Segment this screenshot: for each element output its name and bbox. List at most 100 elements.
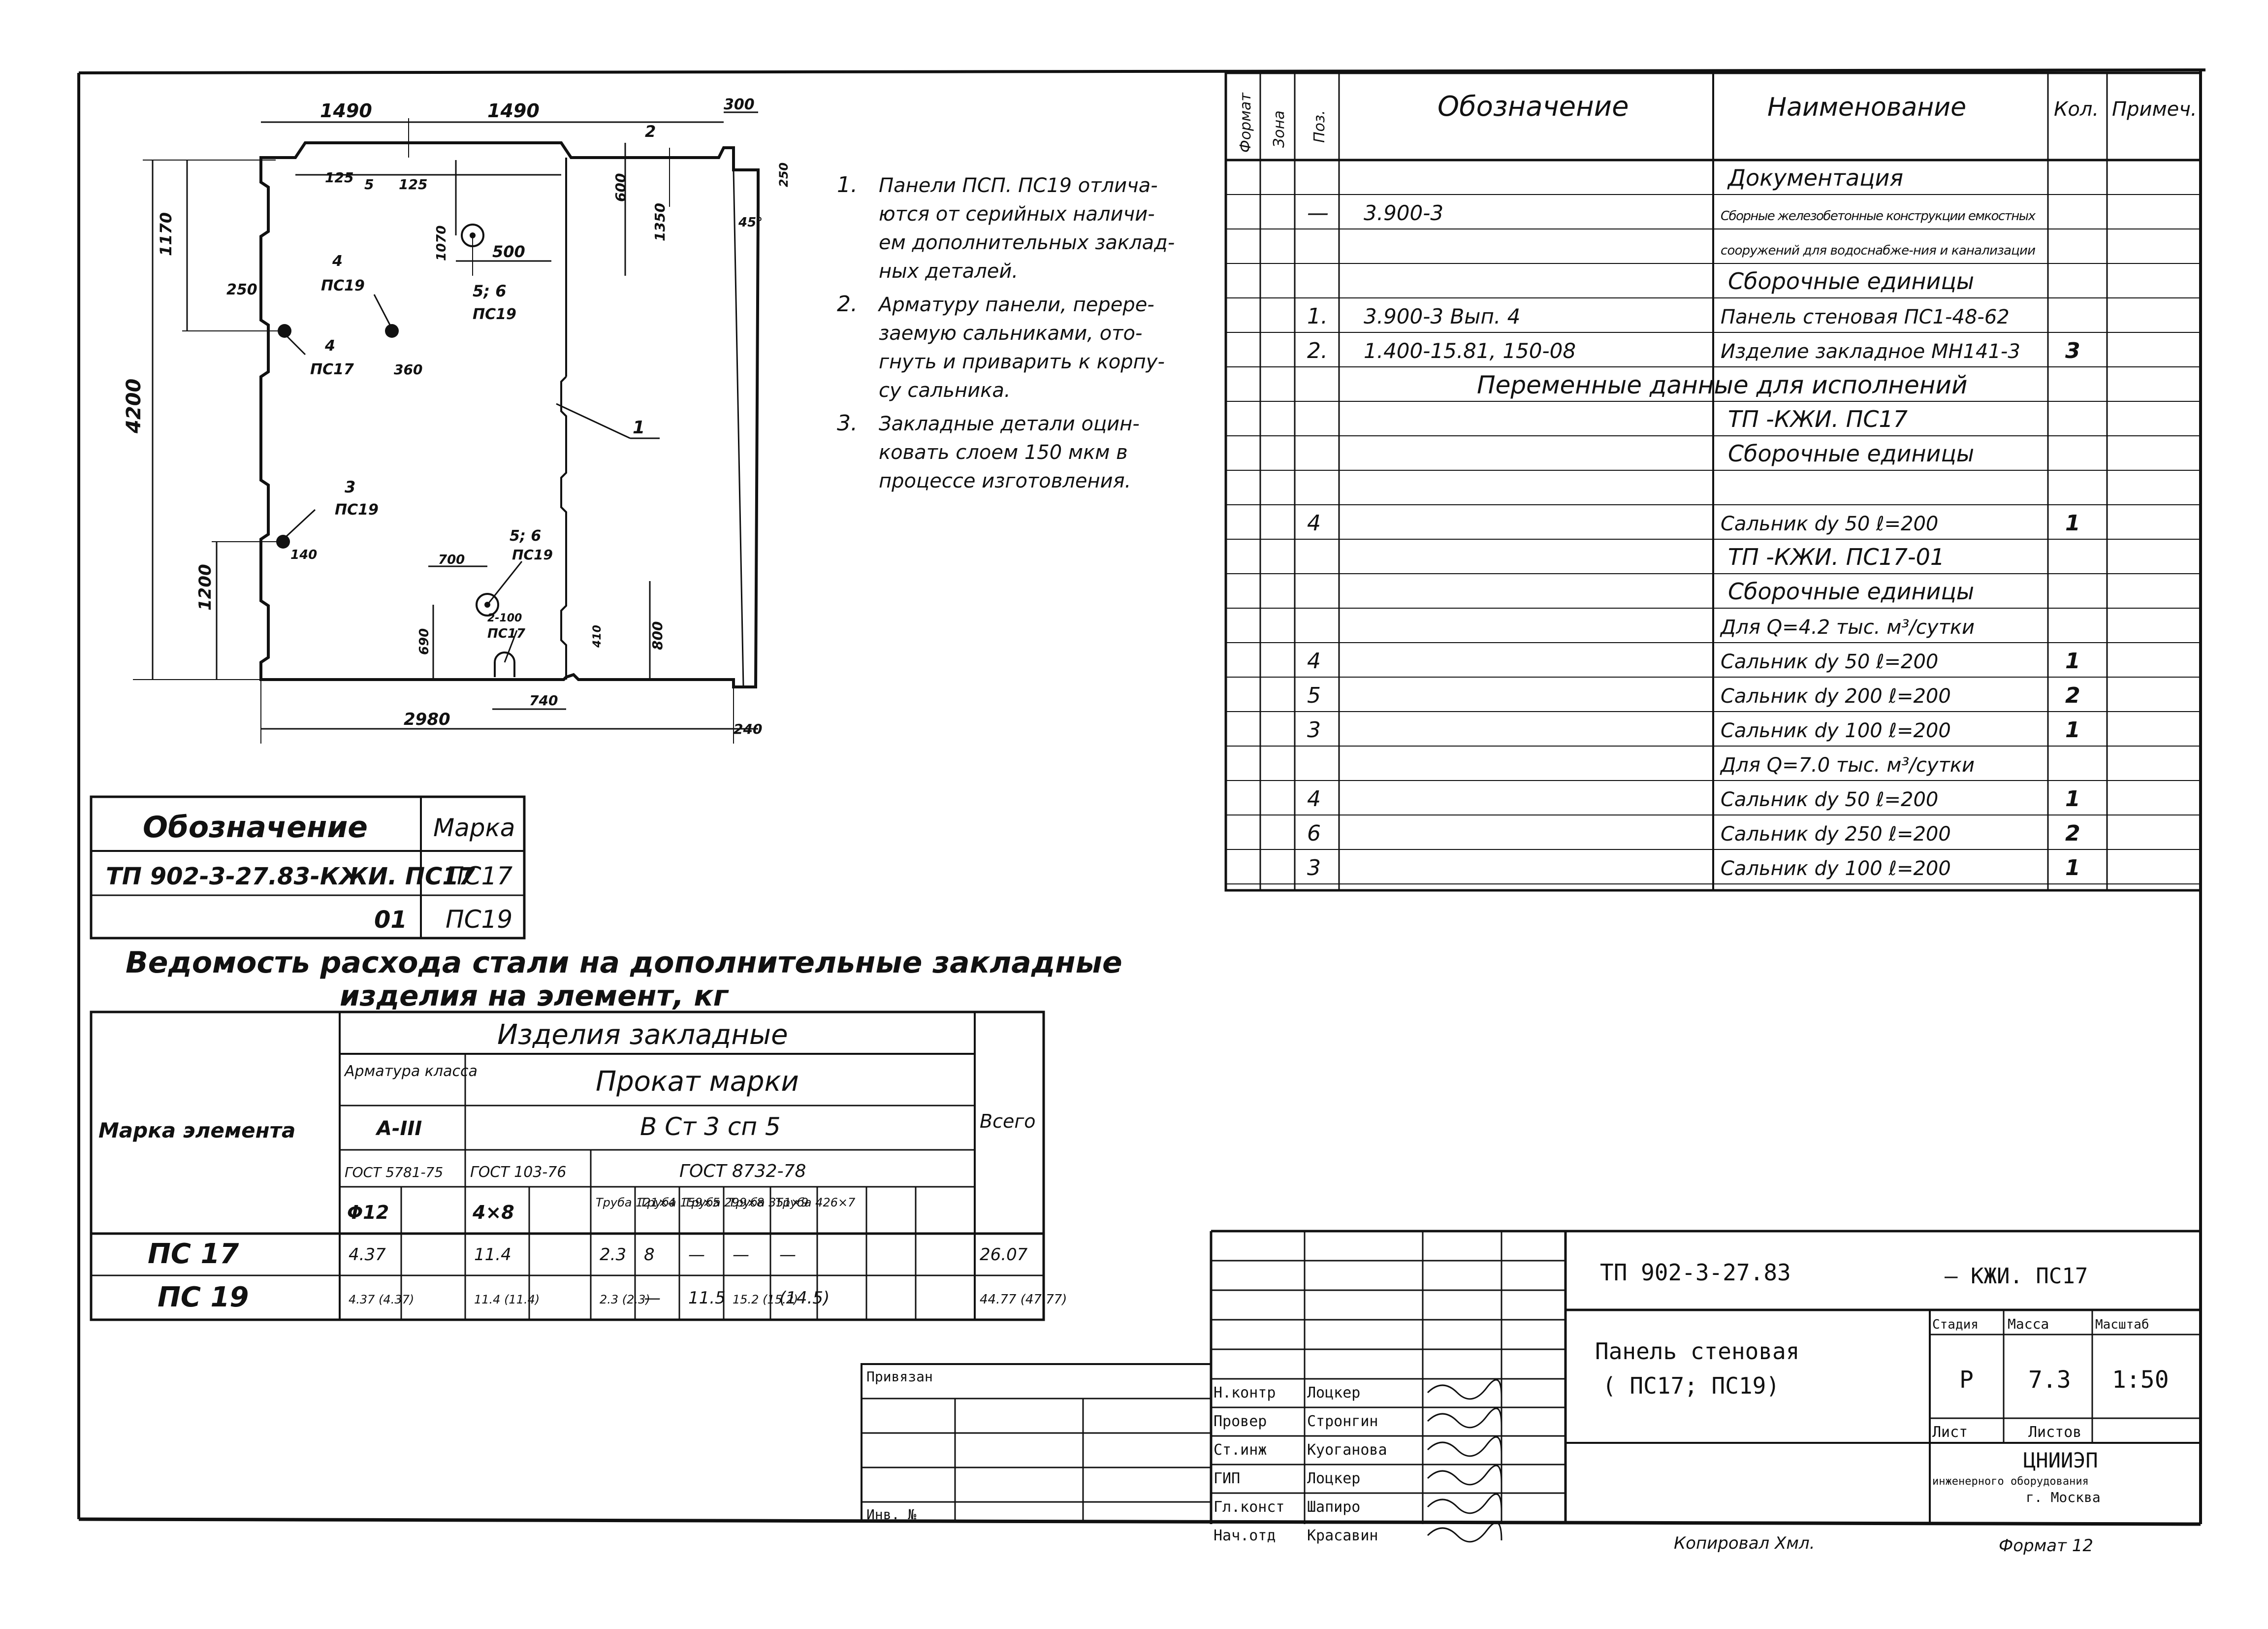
dim-label: 2: [645, 122, 656, 141]
signature-mark: [1427, 1493, 1502, 1514]
spec-pos: 2.: [1307, 338, 1328, 363]
steel-cell: —: [779, 1245, 796, 1265]
steel-col-rebar: Арматура класса: [344, 1063, 478, 1080]
specification-table: Формат Зона Поз. Обозначение Наименовани…: [1224, 71, 2202, 892]
steel-consumption-table: Марка элемента Изделия закладные Арматур…: [90, 1010, 1067, 1321]
steel-class: А-III: [375, 1117, 422, 1140]
note-line: ем дополнительных заклад-: [879, 231, 1175, 254]
spec-qty: 2: [2065, 683, 2080, 708]
role-title: Нач.отд: [1214, 1527, 1276, 1544]
spec-name: Сальник dy 100 ℓ=200: [1721, 719, 1951, 742]
mark-label: 5; 6: [473, 282, 506, 300]
doc-code: ТП 902-3-27.83: [1600, 1259, 1791, 1286]
mark-label: 4: [332, 253, 343, 270]
inventory-label: Инв. №: [866, 1506, 916, 1523]
mark-label: ПС19: [335, 501, 379, 519]
dim-label: 500: [492, 242, 525, 261]
steel-cell: 4.37 (4.37): [349, 1293, 414, 1306]
spec-name: Сборочные единицы: [1728, 268, 1974, 294]
role-name: Куоганова: [1307, 1441, 1387, 1459]
spec-pos: 4: [1307, 649, 1321, 674]
steel-subcol-tube: Труба 121×4: [596, 1196, 675, 1209]
drawing-subtitle: ( ПС17; ПС19): [1602, 1372, 1780, 1399]
steel-title-line1: Ведомость расхода стали на дополнительны…: [126, 945, 1122, 980]
general-notes: 1.Панели ПСП. ПС19 отлича-ются от серийн…: [837, 172, 1175, 492]
steel-col-embedded: Изделия закладные: [497, 1019, 788, 1051]
stage-label: Стадия: [1932, 1317, 1979, 1332]
marks-row-mark: ПС19: [446, 905, 512, 934]
col-header-designation: Обозначение: [1437, 91, 1629, 123]
mark-label: ПС19: [321, 277, 365, 294]
spec-qty: 3: [2065, 338, 2080, 363]
sheets-label: Листов: [2028, 1424, 2081, 1441]
steel-title-line2: изделия на элемент, кг: [340, 979, 729, 1012]
col-header-pos: Поз.: [1311, 110, 1328, 143]
steel-subcol: Φ12: [347, 1202, 389, 1223]
role-title: Провер: [1214, 1413, 1267, 1430]
steel-consumption-title: Ведомость расхода стали на дополнительны…: [126, 945, 1122, 1012]
role-name: Красавин: [1307, 1527, 1378, 1544]
col-header-format: Формат: [1237, 92, 1254, 153]
dim-label: 1490: [320, 100, 372, 122]
mark-label: ПС17: [310, 361, 354, 378]
dim-label: 140: [290, 548, 317, 562]
steel-cell: 11.4 (11.4): [474, 1293, 540, 1306]
steel-cell: 2.3: [600, 1245, 626, 1265]
spec-qty: 2: [2065, 821, 2080, 846]
steel-cell: 4.37: [349, 1245, 386, 1265]
steel-col-total: Всего: [980, 1110, 1036, 1132]
org-city: г. Москва: [2026, 1489, 2101, 1505]
steel-row-total: 44.77 (47.77): [980, 1292, 1067, 1307]
spec-name: Изделие закладное МН141-3: [1721, 340, 2020, 363]
note-line: ются от серийных наличи-: [879, 203, 1155, 226]
steel-col-element-mark: Марка элемента: [98, 1118, 295, 1142]
steel-cell: 8: [644, 1245, 655, 1265]
spec-name: Для Q=7.0 тыс. м³/сутки: [1720, 754, 1975, 777]
steel-subcol-tube: Труба 159×5: [640, 1196, 720, 1209]
steel-cell: 11.4: [474, 1245, 511, 1265]
dim-label: 300: [724, 96, 755, 113]
spec-name: Сальник dy 50 ℓ=200: [1721, 788, 1938, 811]
spec-name: Сальник dy 250 ℓ=200: [1721, 823, 1951, 846]
steel-cell: (14.5): [779, 1288, 830, 1308]
spec-designation: 3.900-3 Вып. 4: [1364, 304, 1520, 328]
mark-label: ПС19: [512, 547, 553, 563]
mark-label: 4: [324, 337, 335, 355]
spec-name: Сборочные единицы: [1728, 440, 1974, 467]
spec-name: Панель стеновая ПС1-48-62: [1721, 306, 2010, 328]
spec-pos: 3: [1307, 855, 1321, 880]
bound-block: Привязан Инв. №: [861, 1363, 1212, 1523]
dim-label: 740: [529, 692, 558, 709]
role-title: Ст.инж: [1214, 1441, 1267, 1459]
steel-gost: ГОСТ 8732-78: [679, 1161, 806, 1181]
dim-label: 1170: [157, 212, 175, 256]
marks-row-designation: 01: [374, 906, 407, 934]
signature-mark: [1427, 1379, 1502, 1400]
signature-mark: [1427, 1436, 1502, 1457]
note-line: су сальника.: [879, 379, 1011, 402]
spec-name: Сальник dy 200 ℓ=200: [1721, 685, 1951, 708]
spec-name: сооружений для водоснабже-ния и канализа…: [1721, 243, 2036, 258]
steel-gost: ГОСТ 103-76: [470, 1164, 566, 1181]
dim-label: 690: [417, 628, 432, 655]
mark-label: 2-100: [487, 612, 522, 624]
spec-pos: 6: [1307, 821, 1321, 846]
mark-label: ПС19: [473, 306, 516, 323]
steel-gost: ГОСТ 5781-75: [345, 1164, 443, 1180]
col-header-qty: Кол.: [2054, 98, 2099, 121]
spec-name: Сальник dy 50 ℓ=200: [1721, 513, 1938, 535]
spec-name: Для Q=4.2 тыс. м³/сутки: [1720, 616, 1975, 639]
dim-label: 240: [734, 721, 762, 737]
dim-label: 125: [399, 176, 427, 193]
dim-label: 2980: [404, 710, 450, 729]
note-number: 2.: [837, 292, 858, 317]
steel-cell: —: [644, 1288, 661, 1308]
spec-name: ТП -КЖИ. ПС17-01: [1728, 544, 1945, 570]
org-subtitle: инженерного оборудования: [1932, 1475, 2089, 1488]
steel-subcol: 4×8: [472, 1202, 514, 1223]
steel-cell: —: [688, 1245, 705, 1265]
dim-label: 4200: [123, 379, 145, 434]
